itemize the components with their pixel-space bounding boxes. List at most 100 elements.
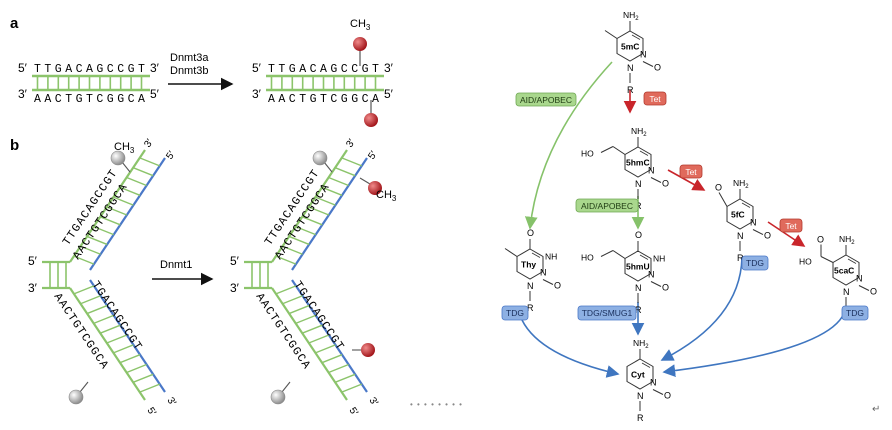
methyl-ball-top-icon (353, 37, 367, 51)
enzyme-box-tet-2: Tet (679, 164, 703, 179)
bottom-base-a1-7: G (107, 93, 114, 106)
bottom-base-a2-2: C (289, 93, 296, 106)
top-base-a1-7: C (107, 63, 114, 76)
end-3-top-right: 3′ (150, 61, 160, 75)
upper-rung-b2-4 (302, 216, 323, 226)
lower-rung-b1-3 (93, 314, 114, 325)
nucleobase-5hmc-n3: N (648, 166, 655, 176)
lower-end-5-b1: 5′ (145, 406, 158, 418)
nucleobase-5hmu-hydroxymethyl-bond (612, 250, 626, 259)
methyl-ball-bottom-icon (364, 113, 378, 127)
nucleobase-5fc-amine: NH2 (733, 178, 749, 190)
methyl-label-b-left: CH3 (114, 141, 135, 155)
nucleobase-cytosine-o2: O (664, 391, 671, 401)
upper-end-5-b2: 5′ (366, 149, 379, 161)
nucleobase-5hmu-ho: HO (581, 253, 594, 263)
lower-rung-b1-7 (119, 354, 141, 364)
lower-end-3-b1: 3′ (165, 396, 178, 408)
nucleobase-5hmc: NNRONH2HO5hmC (581, 126, 669, 211)
top-base-a2-1: T (278, 63, 285, 76)
nucleobase-5mc-r: R (627, 85, 634, 95)
fork-end-5-b1: 5′ (28, 254, 38, 268)
upper-rung-b1-9 (132, 167, 154, 177)
nucleobase-5fc-formyl-o: O (715, 183, 722, 193)
nucleobase-thymine-carbonyl (542, 279, 554, 285)
top-base-a1-8: C (117, 63, 124, 76)
demethylation-pathway: NNRONH25mCNNRONH2HO5hmCNNRONH2O5fCNNRONH… (501, 10, 877, 423)
methyl-label-b-right: CH3 (376, 189, 397, 203)
nucleobase-5cac-n3: N (856, 274, 863, 284)
lower-rung-b1-9 (132, 373, 154, 383)
nucleobase-cytosine-n1: N (637, 391, 644, 401)
nucleobase-5mc-methyl-bond (604, 30, 618, 39)
top-base-a2-5: A (320, 63, 327, 76)
bottom-base-a2-9: C (362, 93, 369, 106)
lower-outer-strand-b2 (271, 287, 348, 401)
upper-rung-b1-6 (113, 196, 134, 206)
svg-text:AID/APOBEC: AID/APOBEC (520, 95, 572, 105)
lower-rung-b1-8 (126, 363, 147, 374)
nucleobase-5fc-formyl-bond (718, 192, 728, 207)
methyl-stalk-ur-b2 (359, 177, 371, 185)
panel-b-label: b (10, 137, 19, 154)
lower-rung-b2-5 (308, 334, 330, 344)
fork-end-3-b1: 3′ (28, 281, 38, 295)
bottom-base-a2-4: G (310, 93, 317, 106)
upper-rung-b2-6 (315, 196, 336, 206)
end-3-top-right-2: 3′ (384, 61, 394, 75)
nucleobase-5hmu-nh: NH (653, 254, 665, 264)
methyl-stalk-ul-b1 (121, 161, 131, 173)
fork-end-3-b2: 3′ (230, 281, 240, 295)
svg-text:Tet: Tet (649, 94, 661, 104)
nucleobase-5fc-carbonyl (752, 229, 764, 235)
nucleobase-5hmu-carbonyl (650, 281, 662, 287)
methyl-ball-grey-upper-b1-icon (110, 150, 126, 166)
top-base-a2-9: G (362, 63, 369, 76)
enzyme-box-aid-apobec-2: AID/APOBEC (575, 198, 639, 213)
nucleobase-5cac-n1: N (843, 287, 850, 297)
nucleobase-5hmu-n1: N (635, 283, 642, 293)
bottom-base-a1-10: A (138, 93, 145, 106)
lower-rung-b1-10 (139, 383, 160, 393)
upper-rung-b1-0 (73, 255, 95, 265)
enzyme-box-tdg-5fc: TDG (741, 255, 769, 271)
enzyme-box-tet-1: Tet (643, 91, 667, 106)
top-base-a2-6: G (330, 63, 337, 76)
nucleobase-5cac-carbonyl (858, 285, 870, 291)
nucleobase-5cac-carboxyl-ho: HO (799, 257, 812, 267)
nucleobase-5hmu-o2: O (662, 283, 669, 293)
svg-text:TDG: TDG (846, 308, 864, 318)
upper-rung-b1-2 (86, 235, 108, 246)
nucleobase-thymine-n3: N (540, 268, 547, 278)
nucleobase-thymine-label: Thy (521, 260, 536, 270)
panel-b: b 5′3′TTGACAGCCGTAACTGTCGGCA3′5′AACTGTCG… (10, 137, 397, 418)
upper-rung-b2-8 (328, 176, 349, 187)
dots-decoration: • • • • • • • • (410, 400, 463, 409)
enzyme-box-tdg-smug1: TDG/SMUG1 (577, 305, 637, 321)
nucleobase-cytosine-r: R (637, 413, 644, 423)
nucleobase-5hmc-hydroxymethyl-bond-2 (600, 146, 614, 153)
bottom-base-a2-6: C (330, 93, 337, 106)
bottom-base-a1-3: T (65, 93, 72, 106)
bottom-base-a2-3: T (299, 93, 306, 106)
top-base-a1-1: T (44, 63, 51, 76)
nucleobase-5hmu-hydroxymethyl-bond-2 (600, 250, 614, 257)
nucleobase-5hmc-ho: HO (581, 149, 594, 159)
nucleobase-5fc-n1: N (737, 231, 744, 241)
nucleobase-5hmu-o4: O (635, 230, 642, 240)
bottom-base-a1-9: C (128, 93, 135, 106)
methyl-stalk-ll-b2 (281, 381, 291, 393)
upper-rung-b1-5 (106, 206, 128, 216)
nucleobase-5fc-n3: N (750, 218, 757, 228)
upper-rung-b2-1 (282, 245, 303, 255)
fork-end-5-b2: 5′ (230, 254, 240, 268)
svg-text:TDG: TDG (746, 258, 764, 268)
nucleobase-5hmc-amine: NH2 (631, 126, 647, 138)
upper-rung-b1-3 (93, 225, 114, 236)
bottom-base-a2-10: A (372, 93, 379, 106)
upper-rung-b2-3 (295, 225, 316, 236)
